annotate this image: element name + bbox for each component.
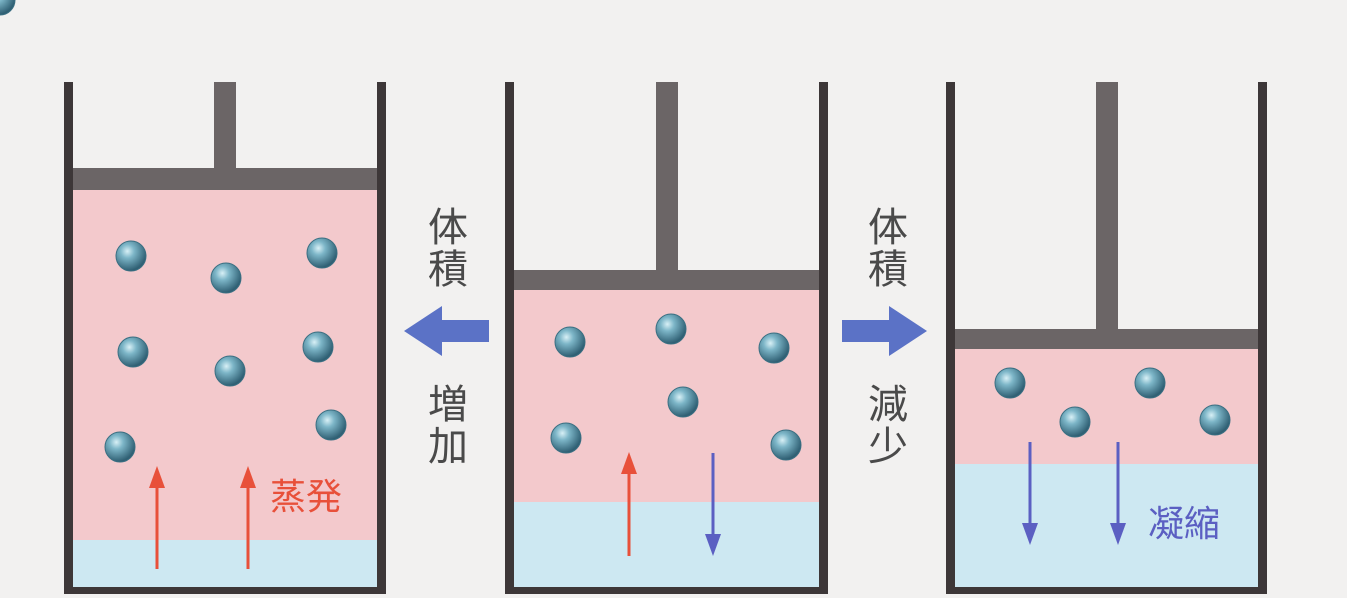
liquid-region-left [73,540,377,587]
molecule [214,355,246,387]
liquid-region-center [514,502,819,587]
volume-decrease-arrow [842,306,927,356]
arrows-left [149,466,256,569]
cylinder-bottom-center [505,587,828,594]
condensation-arrow-head [1110,523,1126,545]
transition-right-label-bottom: 減少 [861,383,907,467]
piston-rod-right [1096,82,1118,331]
piston-rod-center [656,82,678,272]
molecule [758,332,790,364]
arrows-center [621,452,721,556]
molecule [315,409,347,441]
molecule [117,336,149,368]
molecule [1199,404,1231,436]
evaporation-arrow-head [149,466,165,488]
molecule [115,240,147,272]
molecule [1134,367,1166,399]
condensation-arrow-head [705,534,721,556]
molecule [302,331,334,363]
cylinder-wall-left-a [64,82,73,594]
cylinder-left [64,82,386,594]
transition-left-label-top: 体積 [421,206,467,290]
evaporation-label: 蒸発 [270,477,343,518]
volume-increase-arrow [404,306,489,356]
piston-plate-right [955,329,1258,349]
molecule [1059,406,1091,438]
molecule [770,429,802,461]
molecule [210,262,242,294]
liquid-region-right [955,464,1258,587]
molecule [655,313,687,345]
condensation-arrow-head [1022,523,1038,545]
transition-right-label-top: 体積 [861,206,907,290]
cylinder-wall-center-b [819,82,828,594]
transition-left-label-bottom: 増加 [421,383,467,467]
condensation-label: 凝縮 [1148,504,1221,545]
cylinder-center [0,0,828,594]
molecule [554,326,586,358]
molecule [550,422,582,454]
molecules-center [0,0,802,461]
evaporation-arrow-head [621,452,637,474]
cylinder-right [946,82,1267,594]
arrows-right [1022,442,1126,545]
piston-plate-center [514,270,819,290]
molecule [667,386,699,418]
molecules-right [994,367,1231,438]
cylinder-bottom-left [64,587,386,594]
molecule [306,237,338,269]
cylinder-bottom-right [946,587,1267,594]
molecule [0,0,16,16]
piston-plate-left [73,168,377,190]
cylinder-wall-right-a [946,82,955,594]
cylinder-wall-center-a [505,82,514,594]
molecule [994,367,1026,399]
molecule [104,431,136,463]
cylinder-wall-left-b [377,82,386,594]
piston-rod-left [214,82,236,170]
cylinder-wall-right-b [1258,82,1267,594]
evaporation-arrow-head [240,466,256,488]
molecules-left [104,237,347,463]
